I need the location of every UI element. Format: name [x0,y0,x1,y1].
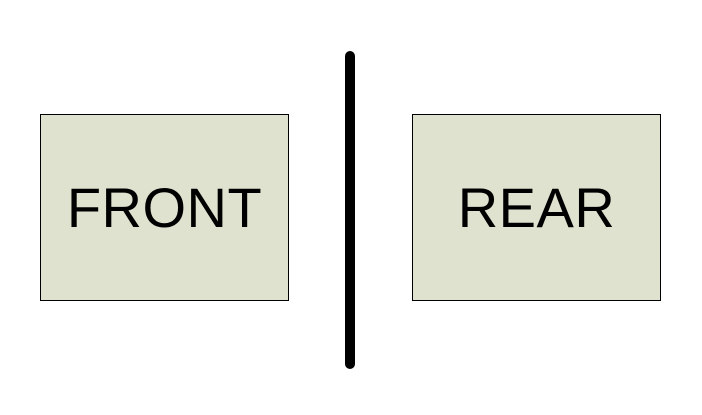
rear-label: REAR [457,175,616,239]
divider-line [345,51,355,369]
front-label: FRONT [66,175,263,239]
front-panel: FRONT [40,114,289,301]
rear-panel: REAR [412,114,661,301]
